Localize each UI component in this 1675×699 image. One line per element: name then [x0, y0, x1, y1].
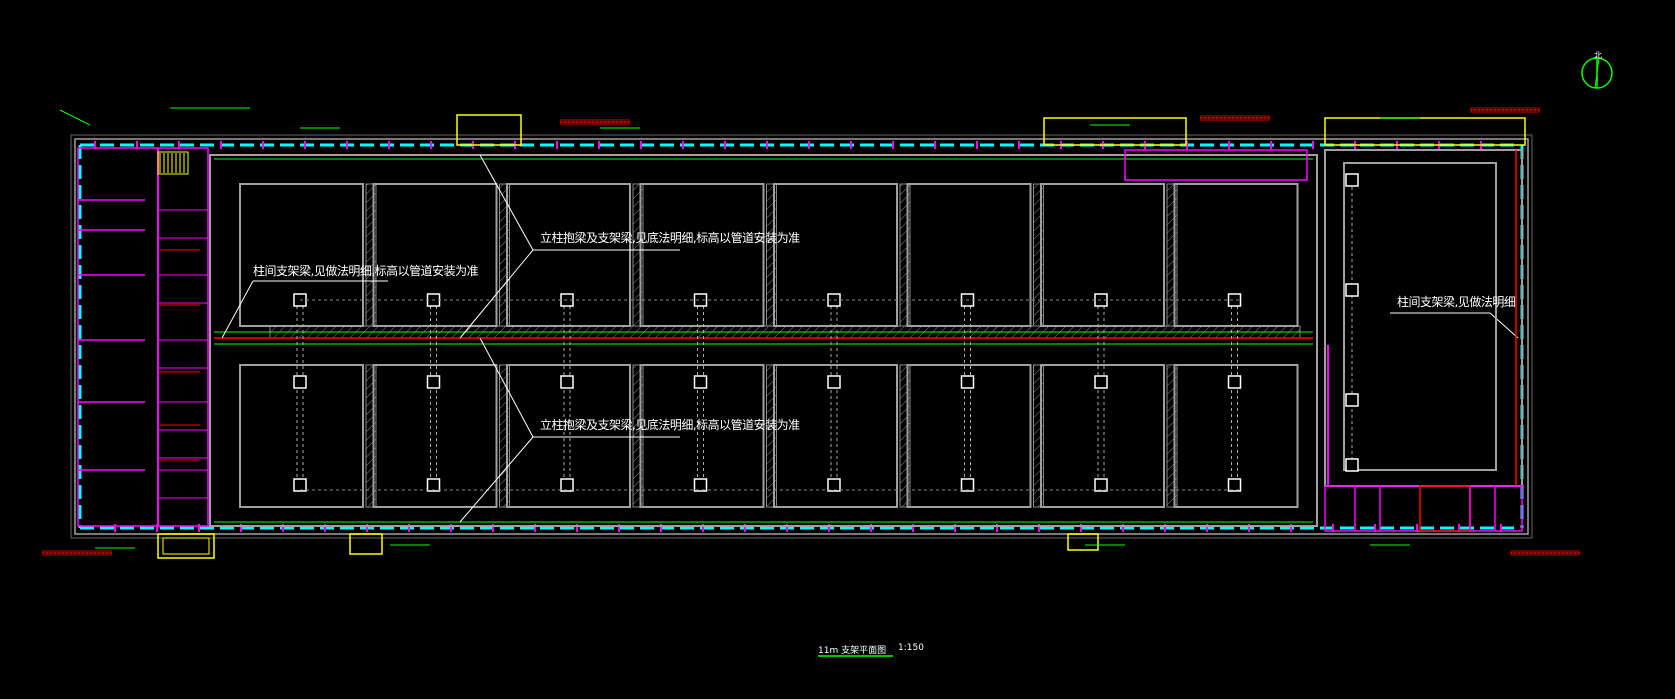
column-marker-icon	[960, 478, 975, 492]
storage-bay-upper	[506, 183, 631, 327]
storage-bay-lower	[1173, 364, 1299, 508]
column-marker-icon	[1227, 478, 1242, 492]
column-hatch	[1166, 183, 1178, 327]
column-marker-icon	[1345, 458, 1359, 472]
column-hatch	[766, 364, 777, 508]
storage-bay-lower	[773, 364, 898, 508]
column-hatch	[499, 364, 510, 508]
note-span-beam-right: 柱间支架梁,见做法明细	[1397, 295, 1516, 309]
note-span-beam-left: 柱间支架梁,见做法明细,标高以管道安装为准	[253, 264, 479, 278]
storage-bay-upper	[1040, 183, 1165, 327]
east-service-room-red	[1419, 485, 1471, 532]
west-small-room	[157, 401, 209, 431]
leader-green	[59, 109, 91, 126]
north-label: 北	[1594, 51, 1602, 60]
east-room-inner	[1343, 162, 1497, 471]
entrance-canopy	[157, 533, 215, 559]
entrance-canopy	[1324, 117, 1526, 146]
column-marker-icon	[1345, 283, 1359, 297]
column-hatch	[632, 183, 644, 327]
storage-bay-upper	[239, 183, 364, 327]
column-marker-icon	[960, 375, 975, 389]
column-hatch	[1033, 183, 1044, 327]
storage-bay-upper	[773, 183, 898, 327]
column-marker-icon	[293, 478, 307, 492]
annotation-tag	[560, 119, 630, 125]
column-marker-icon	[1345, 393, 1359, 407]
west-small-room	[157, 429, 209, 459]
entrance-canopy	[1043, 117, 1187, 146]
storage-bay-lower	[239, 364, 364, 508]
column-marker-icon	[693, 293, 708, 307]
column-marker-icon	[693, 478, 708, 492]
column-hatch	[365, 183, 377, 327]
leader-column-lower	[479, 337, 534, 438]
column-hatch	[899, 183, 911, 327]
west-small-room	[157, 339, 209, 369]
building-outer-line	[70, 134, 1533, 539]
column-hatch	[499, 183, 510, 327]
annotation-tag	[1510, 550, 1580, 556]
column-hatch	[365, 364, 377, 508]
drawing-scale: 1:150	[898, 643, 924, 653]
entrance-canopy-inner	[162, 537, 210, 555]
storage-bay-lower	[906, 364, 1032, 508]
storage-bay-lower	[372, 364, 498, 508]
column-marker-icon	[827, 375, 841, 389]
column-hatch	[1166, 364, 1178, 508]
storage-bay-upper	[639, 183, 765, 327]
note-column-beam-lower: 立柱抱梁及支架梁,见底法明细,标高以管道安装为准	[540, 418, 800, 432]
leader-column-upper	[459, 249, 534, 339]
column-marker-icon	[827, 478, 841, 492]
column-hatch	[1033, 364, 1044, 508]
column-marker-icon	[426, 478, 441, 492]
drawing-title: 11m 支架平面图	[818, 646, 887, 656]
leader-span-left	[221, 280, 254, 339]
column-marker-icon	[1227, 375, 1242, 389]
stair-icon	[157, 151, 189, 175]
column-marker-icon	[1227, 293, 1242, 307]
north-east-room	[1124, 149, 1308, 181]
column-marker-icon	[293, 375, 307, 389]
west-small-room	[157, 469, 209, 499]
storage-bay-upper	[1173, 183, 1299, 327]
storage-bay-lower	[639, 364, 765, 508]
storage-bay-lower	[1040, 364, 1165, 508]
west-small-room	[157, 209, 209, 239]
annotation-tag	[42, 550, 112, 556]
entrance-canopy	[349, 533, 383, 555]
annotation-tag	[1200, 115, 1270, 121]
building-outline	[74, 138, 1529, 535]
column-marker-icon	[1345, 173, 1359, 187]
west-rooms	[77, 147, 209, 527]
column-marker-icon	[1094, 375, 1108, 389]
storage-bay-upper	[372, 183, 498, 327]
column-marker-icon	[426, 375, 441, 389]
storage-bay-lower	[506, 364, 631, 508]
leader-column-lower	[459, 436, 534, 523]
storage-bay-upper	[906, 183, 1032, 327]
column-hatch	[899, 364, 911, 508]
north-arrow-needle	[1594, 57, 1600, 89]
east-room	[1324, 149, 1523, 487]
west-small-room	[157, 274, 209, 304]
leader-column-upper	[479, 154, 534, 251]
note-column-beam-upper: 立柱抱梁及支架梁,见底法明细,标高以管道安装为准	[540, 231, 800, 245]
leader-span-right	[1489, 312, 1519, 339]
column-marker-icon	[560, 375, 574, 389]
entrance-canopy	[1067, 533, 1099, 551]
storage-hall	[209, 154, 1318, 527]
column-hatch	[766, 183, 777, 327]
column-hatch	[632, 364, 644, 508]
column-marker-icon	[560, 478, 574, 492]
annotation-tag	[1470, 107, 1540, 113]
column-marker-icon	[693, 375, 708, 389]
column-marker-icon	[1094, 478, 1108, 492]
entrance-canopy	[456, 114, 522, 146]
